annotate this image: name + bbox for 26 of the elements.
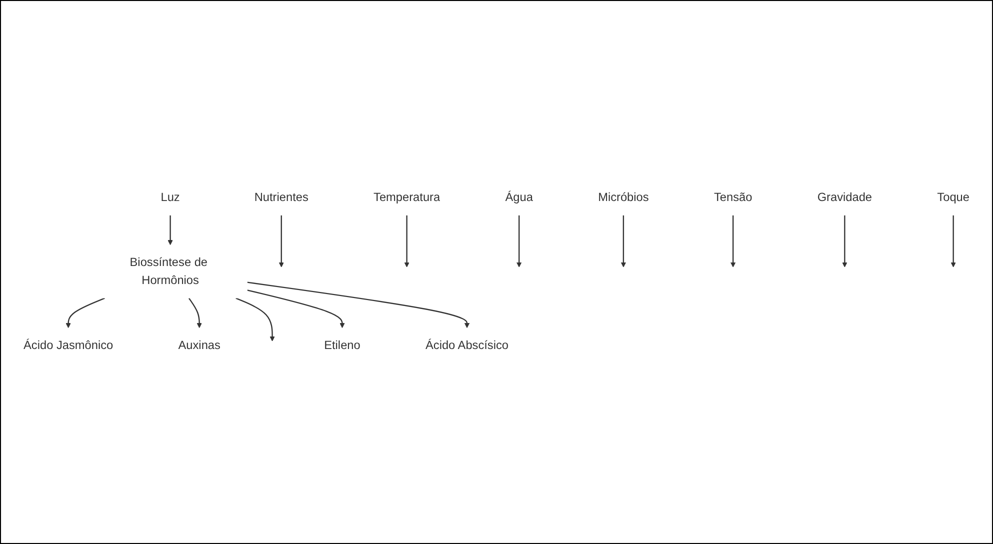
arrow bbox=[278, 216, 284, 268]
arrow bbox=[247, 290, 345, 328]
arrow bbox=[516, 216, 522, 268]
node-text: Biossíntese de Hormônios bbox=[130, 256, 208, 288]
arrow bbox=[950, 216, 956, 268]
node-text: Nutrientes bbox=[254, 191, 308, 204]
arrow bbox=[404, 216, 410, 268]
node-text: Temperatura bbox=[374, 191, 440, 204]
arrow bbox=[66, 298, 105, 328]
node-text: Auxinas bbox=[178, 340, 220, 353]
node-text: Tensão bbox=[714, 191, 752, 204]
arrow bbox=[188, 298, 202, 328]
node-text: Ácido Abscísico bbox=[426, 340, 508, 353]
node-text: Micróbios bbox=[598, 191, 649, 204]
arrow bbox=[236, 298, 275, 342]
arrow bbox=[620, 216, 626, 268]
node-text: Água bbox=[505, 191, 533, 204]
node-text: Gravidade bbox=[817, 191, 872, 204]
node-text: Ácido Jasmônico bbox=[24, 340, 114, 353]
node-text: Etileno bbox=[324, 340, 360, 353]
arrow bbox=[168, 216, 173, 246]
arrow bbox=[247, 282, 470, 328]
arrow bbox=[842, 216, 848, 268]
arrow bbox=[730, 216, 736, 268]
node-text: Luz bbox=[160, 191, 180, 204]
node-text: Toque bbox=[937, 191, 970, 204]
